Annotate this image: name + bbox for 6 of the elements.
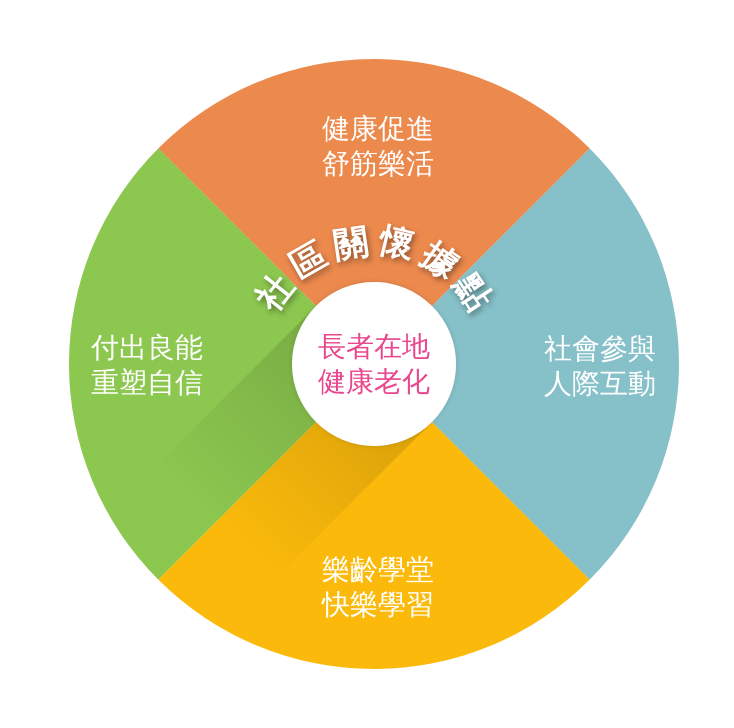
center-label: 長者在地健康老化 — [317, 329, 431, 399]
curved-label: 社區關懷據點 — [248, 220, 506, 328]
segment-label: 付出良能重塑自信 — [90, 330, 204, 400]
segment-label: 社會參與人際互動 — [543, 331, 657, 401]
segment-label: 健康促進舒筋樂活 — [321, 111, 435, 181]
segment-label: 樂齡學堂快樂學習 — [320, 552, 435, 622]
